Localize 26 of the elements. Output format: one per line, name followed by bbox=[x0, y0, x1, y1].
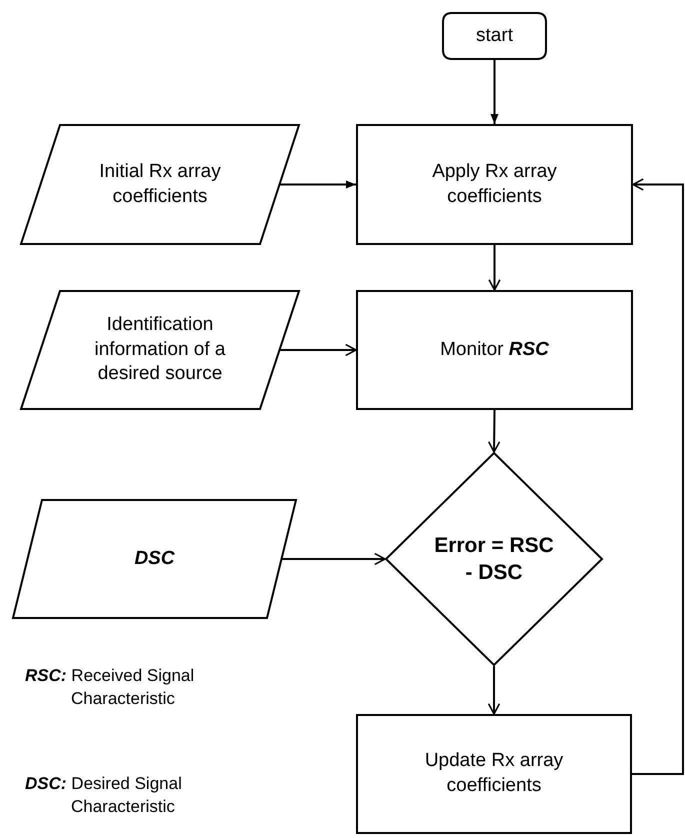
node-text: Update Rx array coefficients bbox=[424, 749, 564, 798]
definition-note: DSC: Desired Signal Characteristic bbox=[25, 773, 183, 818]
node-text: Apply Rx array coefficients bbox=[431, 160, 558, 208]
arrow bbox=[488, 245, 501, 291]
definition-note: RSC: Received Signal Characteristic bbox=[25, 665, 196, 710]
arrow bbox=[490, 60, 498, 124]
arrow bbox=[632, 178, 684, 775]
arrow bbox=[488, 410, 500, 453]
arrow bbox=[282, 552, 386, 566]
node-text: Monitor RSC bbox=[440, 338, 549, 362]
terminator-box bbox=[442, 12, 547, 60]
node-text: DSC bbox=[134, 546, 175, 571]
node-text: Error = RSC - DSC bbox=[433, 532, 555, 586]
node-text: Identification information of a desired source bbox=[94, 312, 226, 386]
node-text: Initial Rx array coefficients bbox=[98, 160, 222, 208]
input-parallelogram bbox=[20, 124, 300, 245]
decision-diamond bbox=[385, 452, 603, 666]
process-box bbox=[356, 714, 632, 834]
arrow bbox=[488, 666, 500, 715]
process-box bbox=[356, 290, 633, 410]
input-parallelogram bbox=[20, 290, 300, 410]
node-text: start bbox=[476, 24, 513, 48]
arrow bbox=[280, 180, 356, 188]
process-box bbox=[356, 124, 633, 245]
arrow bbox=[280, 344, 357, 356]
input-parallelogram bbox=[12, 499, 297, 619]
